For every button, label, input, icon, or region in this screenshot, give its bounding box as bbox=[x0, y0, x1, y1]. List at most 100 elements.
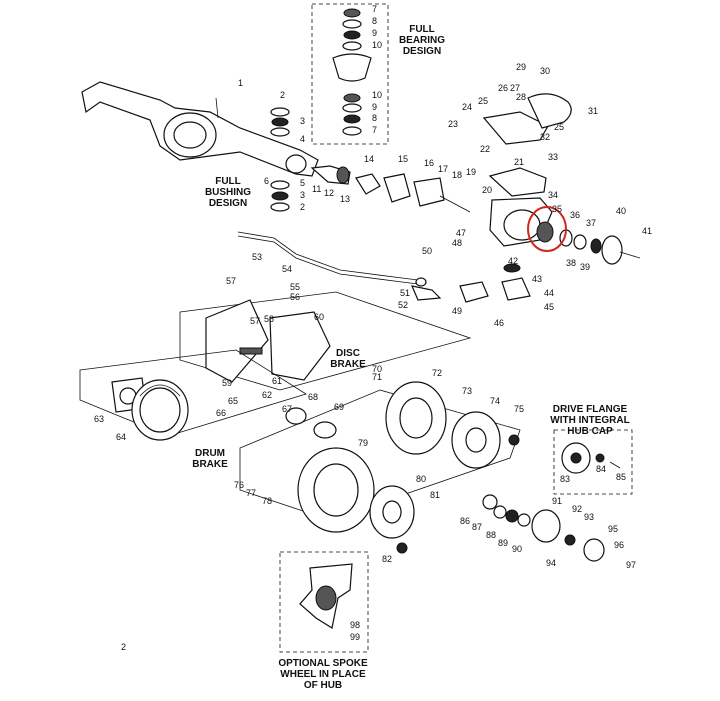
drive-flange-caption-2: WITH INTEGRAL bbox=[550, 415, 629, 426]
axle-housing bbox=[81, 81, 319, 177]
tie-rod bbox=[237, 231, 489, 303]
callout-number: 18 bbox=[452, 170, 462, 180]
drum-brake-zone bbox=[79, 349, 307, 437]
callout-number: 74 bbox=[490, 396, 500, 406]
drum-brake-caption-2: BRAKE bbox=[192, 459, 228, 470]
callout-number: 85 bbox=[616, 472, 626, 482]
full-bearing-caption-2: BEARING bbox=[399, 35, 445, 46]
drive-flange-inset-box bbox=[553, 429, 633, 495]
full-bearing-parts bbox=[332, 8, 372, 136]
drive-flange-caption-3: HUB CAP bbox=[567, 426, 613, 437]
callout-number: 23 bbox=[448, 119, 458, 129]
hub-zone bbox=[239, 389, 521, 521]
callout-number: 86 bbox=[460, 516, 470, 526]
callout-number: 95 bbox=[608, 524, 618, 534]
callout-number: 3 bbox=[300, 116, 305, 126]
drive-flange-parts bbox=[561, 442, 621, 474]
callout-number: 47 bbox=[456, 228, 466, 238]
callout-number: 10 bbox=[372, 90, 382, 100]
callout-number: 21 bbox=[514, 157, 524, 167]
callout-number: 24 bbox=[462, 102, 472, 112]
callout-number: 25 bbox=[478, 96, 488, 106]
callout-number: 92 bbox=[572, 504, 582, 514]
callout-number: 5 bbox=[300, 178, 305, 188]
callout-number: 25 bbox=[554, 122, 564, 132]
callout-number: 65 bbox=[228, 396, 238, 406]
callout-number: 75 bbox=[514, 404, 524, 414]
optional-spoke-caption-2: WHEEL IN PLACE bbox=[280, 669, 366, 680]
callout-number: 77 bbox=[246, 488, 256, 498]
callout-number: 3 bbox=[300, 190, 305, 200]
callout-number: 8 bbox=[372, 113, 377, 123]
callout-number: 26 bbox=[498, 83, 508, 93]
callout-number: 91 bbox=[552, 496, 562, 506]
callout-number: 94 bbox=[546, 558, 556, 568]
full-bushing-caption-3: DESIGN bbox=[209, 198, 247, 209]
optional-spoke-caption-3: OF HUB bbox=[304, 680, 342, 691]
callout-number: 15 bbox=[398, 154, 408, 164]
drum-brake-caption-1: DRUM bbox=[195, 448, 225, 459]
disc-brake-caption-1: DISC bbox=[336, 348, 360, 359]
callout-number: 71 bbox=[372, 372, 382, 382]
callout-number: 57 bbox=[250, 316, 260, 326]
callout-number: 68 bbox=[308, 392, 318, 402]
full-bearing-caption-1: FULL bbox=[409, 24, 435, 35]
hub-kit-parts bbox=[482, 494, 605, 562]
spoke-wheel bbox=[299, 563, 353, 629]
callout-number: 72 bbox=[432, 368, 442, 378]
page-number: 2 bbox=[121, 642, 126, 652]
callout-number: 53 bbox=[252, 252, 262, 262]
callout-number: 14 bbox=[364, 154, 374, 164]
callout-number: 70 bbox=[372, 364, 382, 374]
drum-brake-parts bbox=[111, 377, 189, 441]
full-bearing-caption-3: DESIGN bbox=[403, 46, 441, 57]
callout-number: 7 bbox=[372, 125, 377, 135]
callout-number: 37 bbox=[586, 218, 596, 228]
callout-number: 33 bbox=[548, 152, 558, 162]
rotor-and-hub bbox=[297, 381, 520, 554]
callout-number: 83 bbox=[560, 474, 570, 484]
callout-number: 41 bbox=[642, 226, 652, 236]
callout-number: 63 bbox=[94, 414, 104, 424]
callout-number: 35 bbox=[552, 204, 562, 214]
callout-number: 1 bbox=[238, 78, 243, 88]
callout-number: 27 bbox=[510, 83, 520, 93]
callout-number: 12 bbox=[324, 188, 334, 198]
callout-number: 11 bbox=[312, 184, 321, 194]
callout-number: 80 bbox=[416, 474, 426, 484]
disc-brake-caption-2: BRAKE bbox=[330, 359, 366, 370]
callout-number: 36 bbox=[570, 210, 580, 220]
callout-number: 22 bbox=[480, 144, 490, 154]
callout-number: 90 bbox=[512, 544, 522, 554]
callout-number: 29 bbox=[516, 62, 526, 72]
callout-number: 60 bbox=[314, 312, 324, 322]
callout-number: 51 bbox=[400, 288, 410, 298]
highlight-circle bbox=[527, 206, 567, 252]
callout-number: 30 bbox=[540, 66, 550, 76]
callout-number: 67 bbox=[282, 404, 292, 414]
callout-number: 2 bbox=[300, 202, 305, 212]
callout-number: 45 bbox=[544, 302, 554, 312]
optional-spoke-caption-1: OPTIONAL SPOKE bbox=[278, 658, 368, 669]
callout-number: 57 bbox=[226, 276, 236, 286]
disc-brake-zone bbox=[179, 291, 472, 391]
callout-number: 97 bbox=[626, 560, 636, 570]
callout-number: 17 bbox=[438, 164, 448, 174]
callout-number: 49 bbox=[452, 306, 462, 316]
callout-number: 20 bbox=[482, 185, 492, 195]
callout-number: 9 bbox=[372, 28, 377, 38]
callout-number: 50 bbox=[422, 246, 432, 256]
optional-spoke-inset-box bbox=[279, 551, 369, 653]
callout-number: 16 bbox=[424, 158, 434, 168]
callout-number: 6 bbox=[264, 176, 269, 186]
disc-brake-parts bbox=[205, 299, 337, 439]
callout-number: 48 bbox=[452, 238, 462, 248]
callout-number: 55 bbox=[290, 282, 300, 292]
callout-number: 76 bbox=[234, 480, 244, 490]
drive-flange-caption-1: DRIVE FLANGE bbox=[553, 404, 628, 415]
callout-number: 93 bbox=[584, 512, 594, 522]
full-bushing-caption-1: FULL bbox=[215, 176, 241, 187]
callout-number: 40 bbox=[616, 206, 626, 216]
callout-number: 9 bbox=[372, 102, 377, 112]
